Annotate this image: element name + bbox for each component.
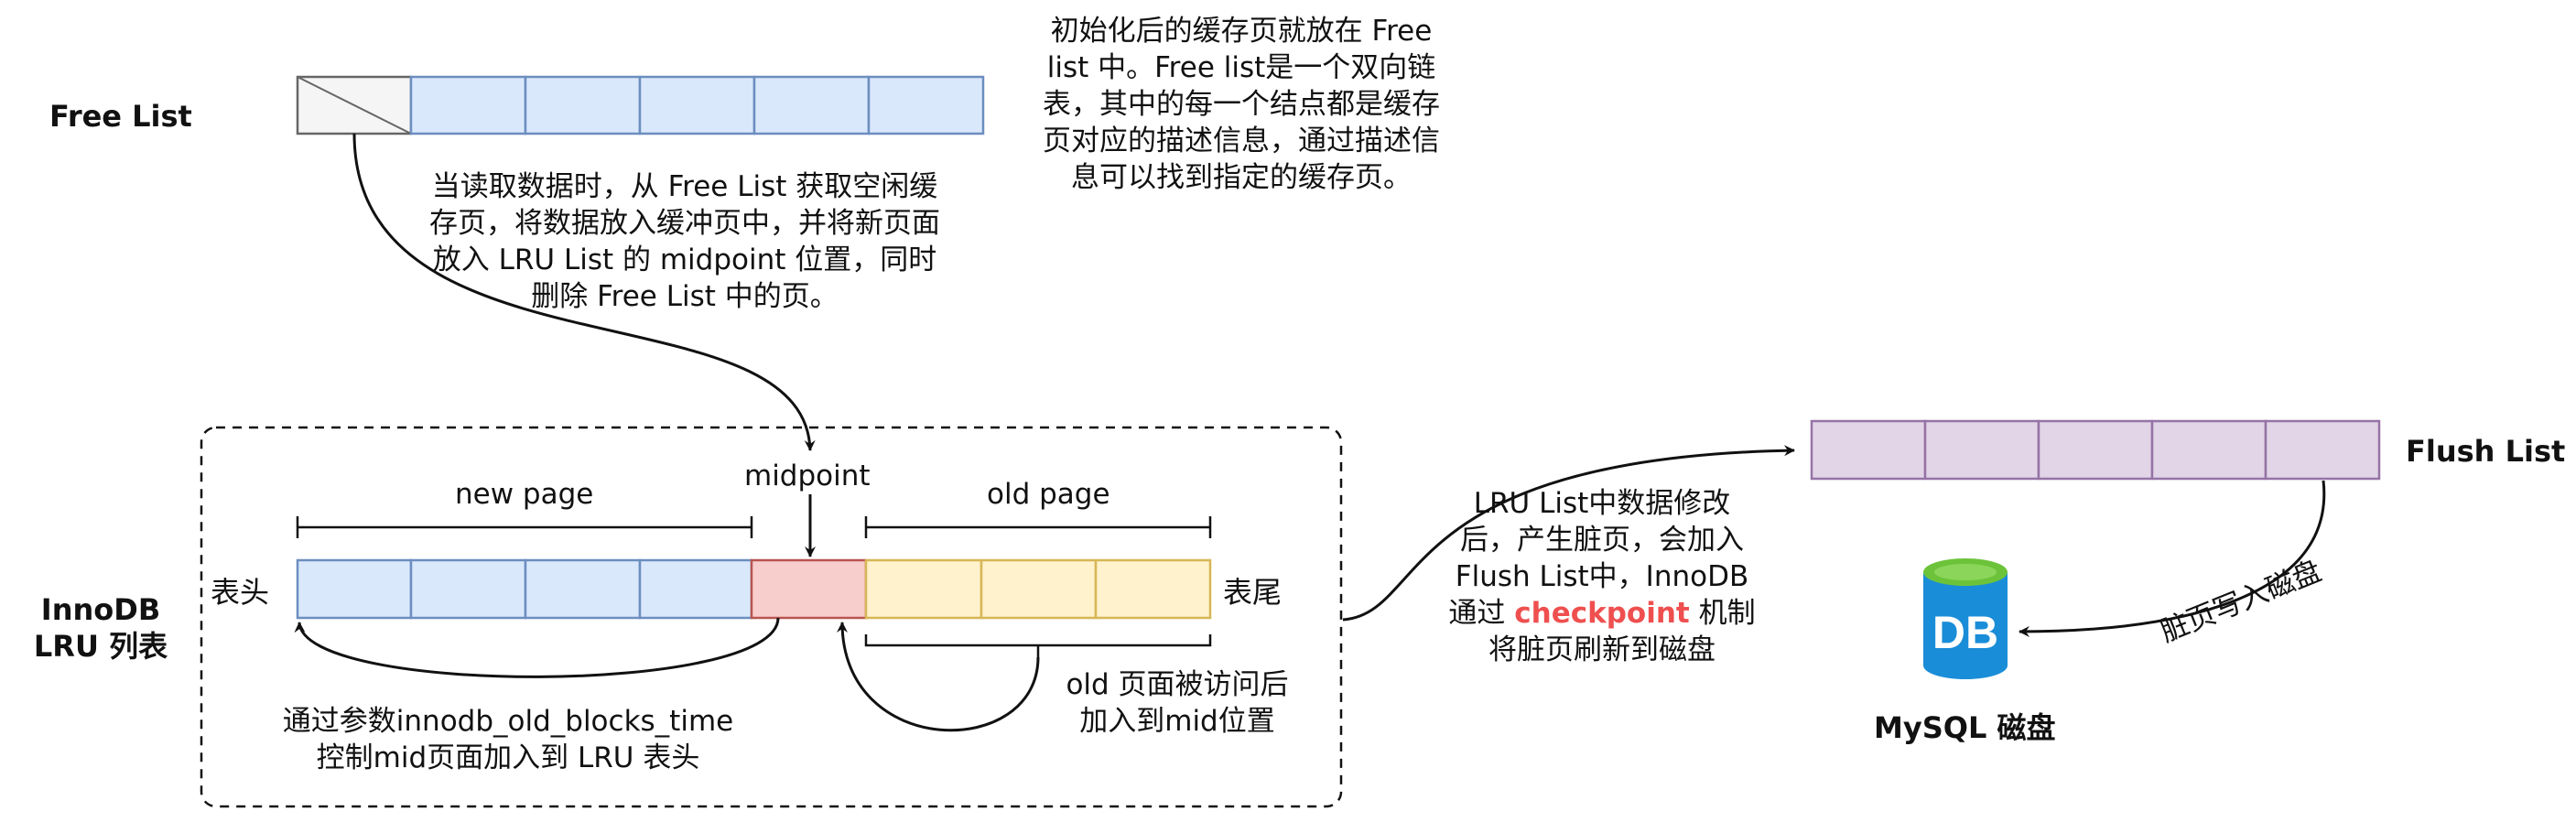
free-to-midpoint-arrow <box>352 133 816 451</box>
free-list-empty-diagonal <box>297 76 412 135</box>
read-flow-note: 当读取数据时，从 Free List 获取空闲缓 存页，将数据放入缓冲页中，并将… <box>429 170 940 313</box>
flush-list-row <box>1810 419 2381 481</box>
old-to-mid-arrow <box>837 622 1040 732</box>
midpoint-label: midpoint <box>744 460 871 492</box>
flush-list-page-5 <box>2264 419 2381 481</box>
checkpoint-highlight: checkpoint <box>1514 597 1690 630</box>
lru-new-page-2 <box>409 558 527 620</box>
old-page-bracket <box>864 516 1212 538</box>
free-list-page-2 <box>524 75 642 135</box>
tail-label: 表尾 <box>1223 575 1283 610</box>
lru-new-page-4 <box>638 558 753 620</box>
old-page-label: old page <box>987 478 1110 511</box>
lru-old-page-2 <box>980 558 1098 620</box>
lru-container <box>200 426 1343 808</box>
free-list-row <box>296 75 985 135</box>
old-visit-note: old 页面被访问后 加入到mid位置 <box>1066 668 1289 738</box>
lru-old-page-1 <box>864 558 983 620</box>
flush-list-label: Flush List <box>2406 434 2566 469</box>
free-list-page-3 <box>638 75 756 135</box>
innodb-lru-label: InnoDB LRU 列表 <box>33 592 168 664</box>
free-list-page-1 <box>409 75 527 135</box>
flush-list-page-4 <box>2150 419 2268 481</box>
free-list-page-5 <box>867 75 985 135</box>
head-label: 表头 <box>211 575 270 610</box>
flush-list-page-2 <box>1923 419 2040 481</box>
old-blocks-time-note: 通过参数innodb_old_blocks_time 控制mid页面加入到 LR… <box>282 705 734 774</box>
flush-list-page-3 <box>2037 419 2154 481</box>
flush-note: LRU List中数据修改 后，产生脏页，会加入 Flush List中，Inn… <box>1448 487 1756 666</box>
flush-to-disk-arrow <box>2019 480 2326 637</box>
database-icon: DB <box>1923 558 2008 679</box>
new-page-bracket <box>296 516 753 538</box>
lru-to-flush-arrow <box>1342 445 1795 622</box>
mysql-disk-label: MySQL 磁盘 <box>1874 710 2056 745</box>
free-list-page-4 <box>752 75 871 135</box>
lru-midpoint-page <box>750 558 868 620</box>
new-page-label: new page <box>455 478 594 511</box>
database-icon-text: DB <box>1932 607 1998 658</box>
free-list-description: 初始化后的缓存页就放在 Free list 中。Free list是一个双向链 … <box>1043 15 1440 194</box>
lru-new-page-1 <box>296 558 413 620</box>
lru-list-row <box>296 558 1212 620</box>
lru-new-page-3 <box>524 558 642 620</box>
lru-old-page-3 <box>1094 558 1212 620</box>
flush-list-page-1 <box>1810 419 1927 481</box>
free-list-label: Free List <box>49 99 192 134</box>
old-page-brace <box>864 634 1212 657</box>
mid-to-head-arrow <box>294 617 780 678</box>
